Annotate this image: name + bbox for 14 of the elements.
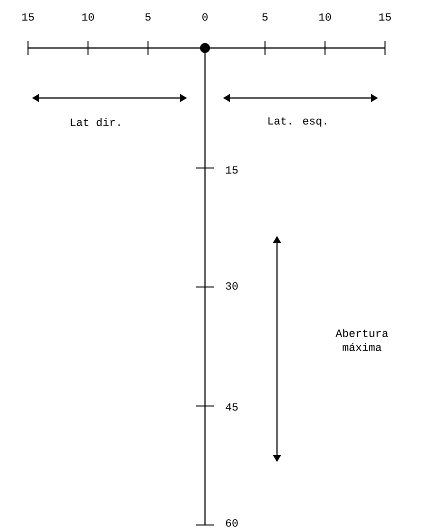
tick-label: 15 xyxy=(379,13,391,21)
tick-label: 10 xyxy=(82,13,94,21)
tick-label: 5 xyxy=(145,13,151,21)
direction-label: Lat dir. xyxy=(70,118,120,126)
tick-label: 60 xyxy=(226,519,238,527)
tick-label: 15 xyxy=(226,166,238,174)
tick-label: 0 xyxy=(202,13,208,21)
direction-label: Abertura máxima xyxy=(336,328,388,352)
tick-label: 5 xyxy=(262,13,268,21)
tick-label: 30 xyxy=(226,282,238,290)
tick-label: 10 xyxy=(319,13,331,21)
direction-label: Lat. esq. xyxy=(268,117,326,127)
tick-label: 45 xyxy=(226,403,238,411)
tick-label: 15 xyxy=(22,13,34,21)
